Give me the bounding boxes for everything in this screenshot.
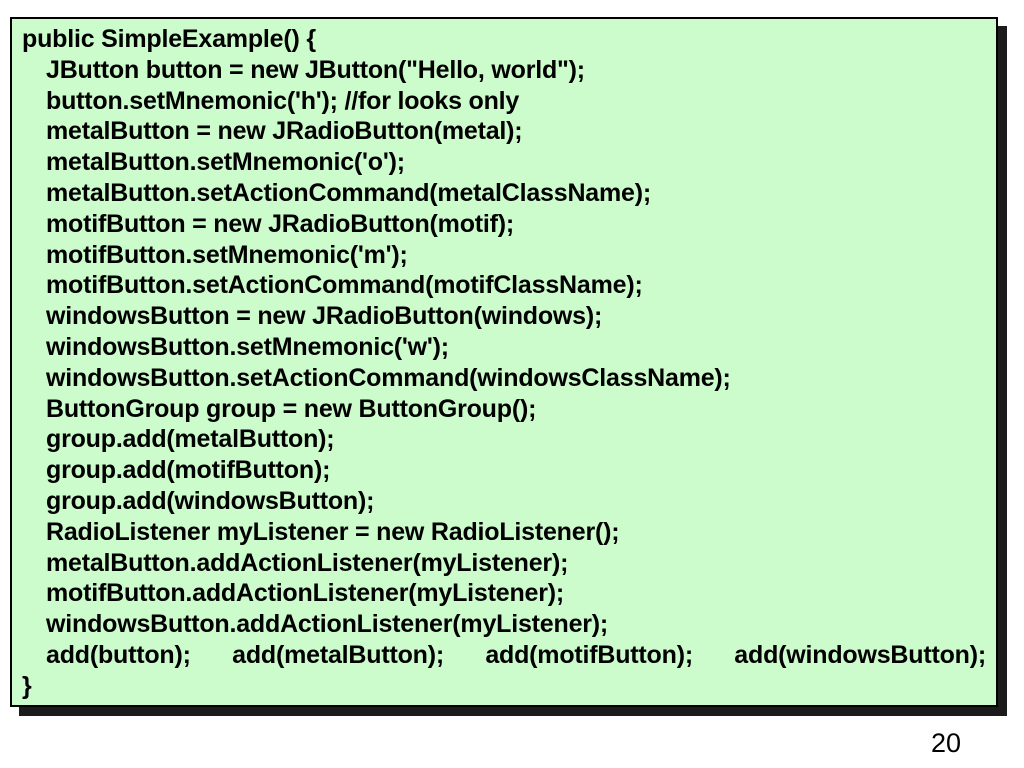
code-line: metalButton = new JRadioButton(metal); [46,117,523,146]
code-lines: public SimpleExample() {JButton button =… [22,24,986,702]
code-line: button.setMnemonic('h'); //for looks onl… [46,86,520,115]
page-number: 20 [930,728,962,758]
code-line: motifButton.addActionListener(myListener… [46,579,564,608]
code-line: public SimpleExample() { [22,25,316,53]
code-line: group.add(motifButton); [46,456,331,485]
code-line: motifButton.setActionCommand(motifClassN… [46,271,643,300]
code-line: ButtonGroup group = new ButtonGroup(); [46,394,537,423]
code-statement: add(motifButton); [485,640,693,669]
code-line: add(button); add(metalButton); add(motifBu… [22,640,986,671]
code-line: windowsButton.setMnemonic('w'); [46,332,449,361]
code-line: } [22,671,32,700]
code-line: windowsButton.setActionCommand(windowsCl… [46,363,731,392]
code-line: metalButton.setMnemonic('o'); [46,148,405,177]
code-line: motifButton.setMnemonic('m'); [46,240,408,269]
code-box: public SimpleExample() {JButton button =… [10,17,998,707]
code-line: metalButton.setActionCommand(metalClassN… [46,178,651,207]
code-line: windowsButton.addActionListener(myListen… [46,610,609,639]
code-line: windowsButton = new JRadioButton(windows… [46,302,603,331]
code-line: motifButton = new JRadioButton(motif); [46,209,515,238]
code-line: metalButton.addActionListener(myListener… [46,548,569,577]
code-statement: add(windowsButton); [734,640,986,669]
code-statement: add(metalButton); [232,640,444,669]
code-statement: add(button); [46,640,191,669]
code-line: RadioListener myListener = new RadioList… [46,517,620,546]
code-line: JButton button = new JButton("Hello, wor… [46,55,585,84]
code-line: group.add(metalButton); [46,425,335,454]
code-line: group.add(windowsButton); [46,486,375,515]
